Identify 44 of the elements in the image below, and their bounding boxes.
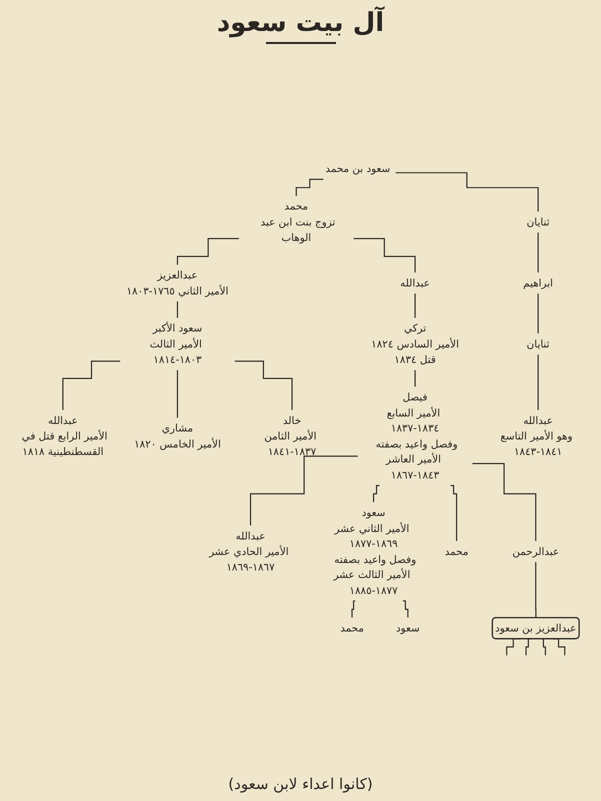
node-text: محمد — [444, 545, 468, 558]
connector — [396, 172, 539, 212]
connector — [351, 600, 356, 618]
node-text: مشاري الأمير الخامس ١٨٢٠ — [134, 422, 221, 450]
node-text: فيصل الأمير السابع ١٨٣٤-١٨٣٧ وفصل واعيد بصفته الأمير العاشر ١٨٤٣-١٨٦٧ — [376, 390, 458, 482]
connector — [234, 360, 293, 411]
node-text: عبدالعزيز الأمير الثاني ١٧٦٥-١٨٠٣ — [126, 268, 228, 297]
connector — [542, 638, 546, 656]
connector — [176, 370, 178, 418]
node-text: محمد — [340, 622, 364, 634]
node-text: عبدالله الأمير الحادي عشر ١٨٦٧-١٨٦٩ — [209, 530, 289, 574]
connector — [402, 600, 408, 618]
node-text: سعود الأكبر الأمير الثالث ١٨٠٣-١٨١٤ — [150, 322, 202, 366]
node-text: سعود الأمير الثاني عشر ١٨٦٩-١٨٧٧ وفصل واعيد بصفته الأمير الثالث عشر ١٨٧٧-١٨٨٥ — [334, 506, 416, 596]
connector — [526, 638, 531, 656]
connector — [414, 370, 416, 388]
note: (كانوا اعداء لابن سعود) — [228, 775, 373, 793]
connector — [373, 484, 380, 503]
connector — [538, 293, 539, 334]
node-text: ابراهيم — [523, 276, 554, 290]
node-text: عبدالله — [400, 276, 430, 290]
connector — [538, 354, 539, 411]
node-text: سعود — [396, 622, 420, 634]
node-text: محمد تزوج بنت ابن عبد الوهاب — [260, 200, 336, 244]
connector — [538, 232, 539, 274]
connector — [250, 456, 358, 526]
connector — [296, 178, 324, 196]
connector — [472, 463, 536, 542]
node-text: سعود بن محمد — [325, 162, 390, 175]
title: آل بيت سعود — [216, 8, 384, 38]
node-text: عبدالرحمن — [512, 545, 560, 558]
connector — [176, 300, 178, 318]
connector — [450, 484, 458, 542]
connector — [414, 293, 416, 318]
connector — [535, 562, 537, 618]
connector — [62, 360, 120, 411]
connector — [176, 238, 239, 266]
node-text: ثنايان — [526, 216, 550, 228]
node-text: تركي الأمير السادس ١٨٢٤ قتل ١٨٣٤ — [371, 322, 459, 366]
connector — [354, 238, 416, 274]
node-text: عبدالله الأمير الرابع قتل في القسطنطينية ١٨١٨ — [22, 414, 108, 458]
node-text: خالد الأمير الثامن ١٨٣٧-١٨٤١ — [264, 414, 317, 458]
node-text: ثنايان — [526, 338, 550, 350]
node-text: عبدالله وهو الأمير التاسع ١٨٤١-١٨٤٣ — [500, 414, 573, 458]
